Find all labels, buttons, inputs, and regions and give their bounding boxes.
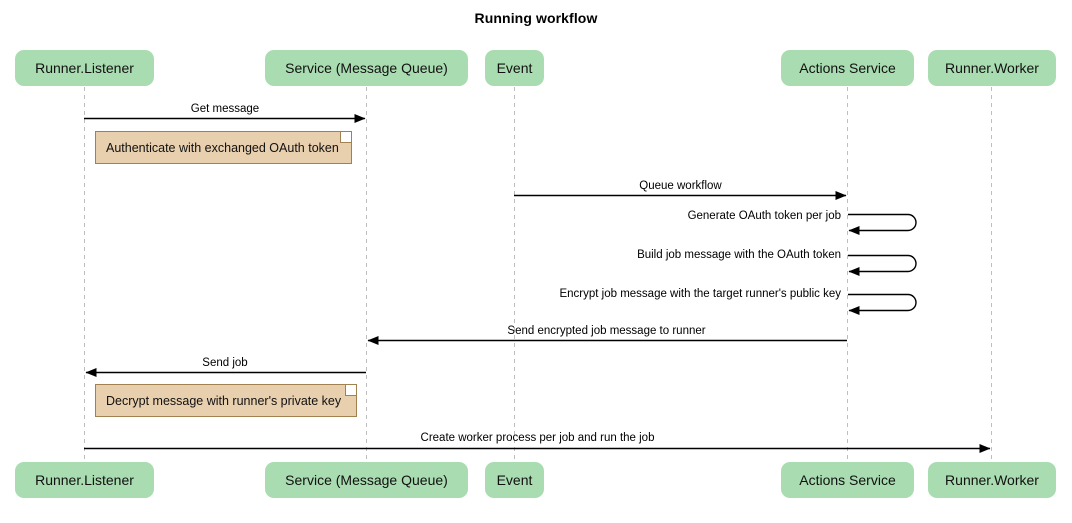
participant-label: Runner.Worker xyxy=(945,60,1039,76)
label-send-job: Send job xyxy=(202,357,248,369)
label-create-worker-process: Create worker process per job and run th… xyxy=(420,432,655,444)
participant-actions-service-top[interactable]: Actions Service xyxy=(781,50,914,86)
participant-label: Runner.Listener xyxy=(35,60,134,76)
participant-service-message-queue-bottom[interactable]: Service (Message Queue) xyxy=(265,462,468,498)
participant-label: Service (Message Queue) xyxy=(285,60,448,76)
participant-runner-listener-top[interactable]: Runner.Listener xyxy=(15,50,154,86)
label-get-message: Get message xyxy=(190,103,260,115)
participant-event-top[interactable]: Event xyxy=(485,50,544,86)
participant-label: Runner.Listener xyxy=(35,472,134,488)
note-authenticate: Authenticate with exchanged OAuth token xyxy=(95,131,352,164)
participant-runner-listener-bottom[interactable]: Runner.Listener xyxy=(15,462,154,498)
arrow-build-job-message xyxy=(848,254,917,276)
note-fold-corner xyxy=(345,385,356,396)
participant-actions-service-bottom[interactable]: Actions Service xyxy=(781,462,914,498)
participant-label: Event xyxy=(496,472,533,488)
participant-label: Event xyxy=(496,60,533,76)
participant-service-message-queue-top[interactable]: Service (Message Queue) xyxy=(265,50,468,86)
participant-label: Service (Message Queue) xyxy=(285,472,448,488)
diagram-title: Running workflow xyxy=(474,10,598,26)
label-queue-workflow: Queue workflow xyxy=(639,180,722,192)
note-label: Authenticate with exchanged OAuth token xyxy=(106,140,339,155)
arrow-encrypt-job-message xyxy=(848,293,917,315)
participant-event-bottom[interactable]: Event xyxy=(485,462,544,498)
arrow-generate-oauth-token xyxy=(848,213,917,235)
label-generate-oauth-token: Generate OAuth token per job xyxy=(687,210,841,222)
label-send-encrypted-job-message: Send encrypted job message to runner xyxy=(507,325,706,337)
participant-label: Actions Service xyxy=(799,472,896,488)
participant-runner-worker-top[interactable]: Runner.Worker xyxy=(928,50,1056,86)
note-fold-corner xyxy=(340,132,351,143)
label-build-job-message: Build job message with the OAuth token xyxy=(637,249,841,261)
lifelines xyxy=(84,87,992,461)
participant-runner-worker-bottom[interactable]: Runner.Worker xyxy=(928,462,1056,498)
participant-label: Runner.Worker xyxy=(945,472,1039,488)
note-decrypt: Decrypt message with runner's private ke… xyxy=(95,384,357,417)
participant-label: Actions Service xyxy=(799,60,896,76)
label-encrypt-job-message: Encrypt job message with the target runn… xyxy=(559,288,841,300)
note-label: Decrypt message with runner's private ke… xyxy=(106,393,342,408)
